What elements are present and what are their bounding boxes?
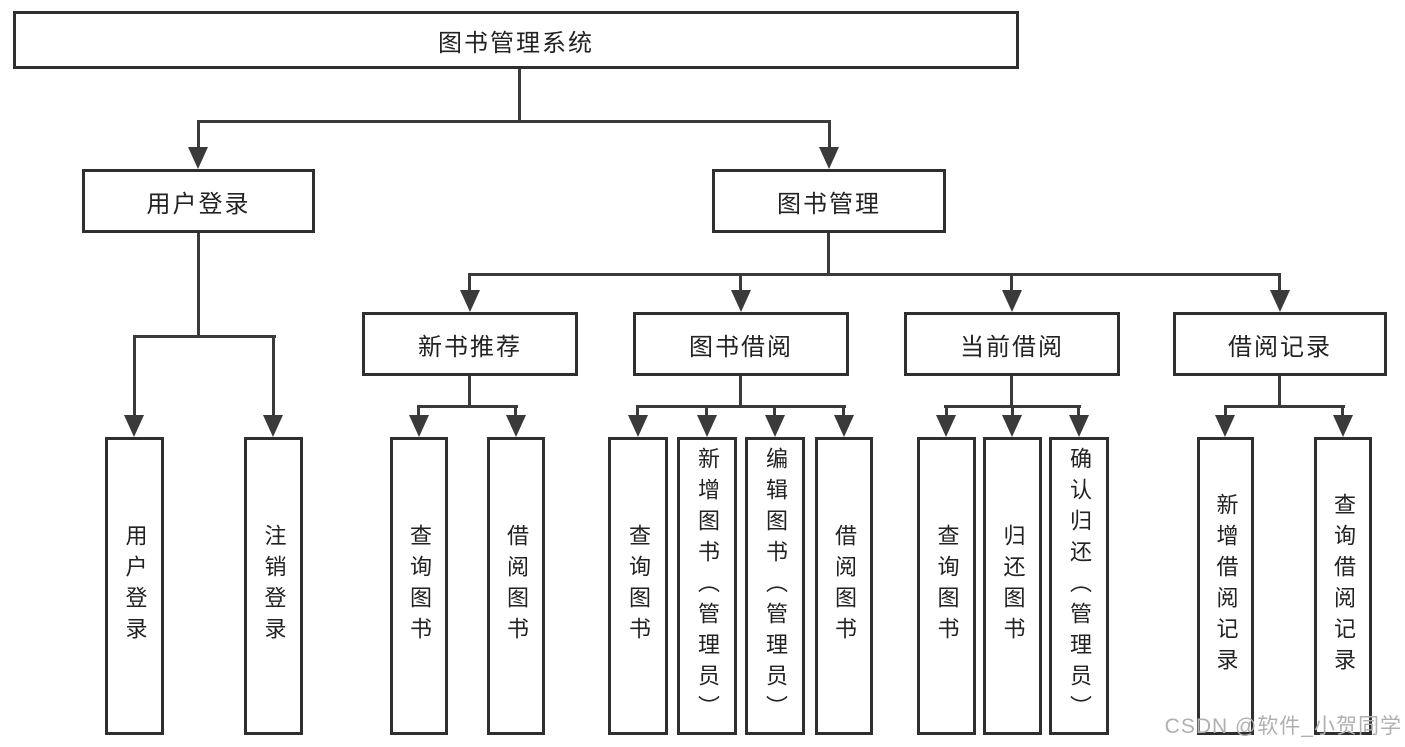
arrow-down-icon [697, 415, 717, 437]
connector-vline [1010, 273, 1013, 292]
node-new-book-recommend: 新书推荐 [362, 312, 578, 376]
connector-hline [133, 335, 276, 338]
connector-vline [468, 273, 471, 292]
connector-vline [272, 335, 275, 417]
connector-vline [518, 69, 521, 120]
csdn-watermark: CSDN @软件_小贺同学 [1164, 715, 1402, 738]
leaf-label: 查询图书 [626, 524, 651, 648]
connector-vline [1224, 405, 1227, 417]
connector-vline [1278, 273, 1281, 292]
connector-vline [1011, 405, 1014, 417]
connector-vline [133, 335, 136, 417]
leaf-confirm-return-admin: 确认归还（管理员） [1049, 437, 1109, 735]
connector-vline [197, 233, 200, 335]
connector-vline [945, 405, 948, 417]
arrow-down-icon [460, 290, 480, 312]
arrow-down-icon [1002, 415, 1022, 437]
leaf-label: 编辑图书（管理员） [763, 446, 788, 726]
connector-vline [468, 376, 471, 405]
leaf-label: 新增借阅记录 [1213, 493, 1239, 679]
leaf-label: 用户登录 [122, 524, 148, 648]
leaf-borrow-books: 借阅图书 [487, 437, 545, 735]
connector-vline [705, 405, 708, 417]
arrow-down-icon [124, 415, 144, 437]
leaf-label: 注销登录 [261, 524, 287, 648]
connector-vline [197, 120, 200, 149]
node-current-borrow: 当前借阅 [904, 312, 1120, 376]
arrow-down-icon [1333, 415, 1353, 437]
connector-vline [739, 376, 742, 405]
arrow-down-icon [1002, 290, 1022, 312]
leaf-label: 借阅图书 [832, 524, 857, 648]
arrow-down-icon [506, 415, 526, 437]
connector-vline [417, 405, 420, 417]
arrow-down-icon [409, 415, 429, 437]
arrow-down-icon [263, 415, 283, 437]
arrow-down-icon [819, 147, 839, 169]
connector-vline [514, 405, 517, 417]
connector-vline [1278, 376, 1281, 405]
node-user-login: 用户登录 [82, 169, 315, 233]
arrow-down-icon [1270, 290, 1290, 312]
arrow-down-icon [834, 415, 854, 437]
connector-vline [636, 405, 639, 417]
connector-vline [1341, 405, 1344, 417]
leaf-label: 查询图书 [934, 524, 960, 648]
connector-vline [827, 233, 830, 273]
node-borrow-record: 借阅记录 [1173, 312, 1387, 376]
leaf-label: 确认归还（管理员） [1067, 446, 1092, 726]
leaf-logout: 注销登录 [244, 437, 303, 735]
leaf-label: 新增图书（管理员） [695, 446, 720, 726]
connector-hline [636, 405, 846, 408]
connector-vline [739, 273, 742, 292]
leaf-label: 归还图书 [1000, 524, 1026, 648]
leaf-add-borrow-record: 新增借阅记录 [1197, 437, 1254, 735]
leaf-borrow-books: 借阅图书 [815, 437, 873, 735]
connector-vline [828, 120, 831, 149]
connector-hline [1224, 405, 1345, 408]
connector-vline [1010, 376, 1013, 405]
arrow-down-icon [765, 415, 785, 437]
leaf-query-books: 查询图书 [608, 437, 668, 735]
node-library-management-system: 图书管理系统 [13, 11, 1019, 69]
leaf-return-books: 归还图书 [983, 437, 1042, 735]
connector-vline [842, 405, 845, 417]
arrow-down-icon [936, 415, 956, 437]
node-book-borrow: 图书借阅 [633, 312, 849, 376]
leaf-user-login: 用户登录 [105, 437, 164, 735]
leaf-query-borrow-record: 查询借阅记录 [1314, 437, 1372, 735]
leaf-label: 查询图书 [407, 524, 432, 648]
leaf-edit-books-admin: 编辑图书（管理员） [745, 437, 805, 735]
arrow-down-icon [731, 290, 751, 312]
arrow-down-icon [188, 147, 208, 169]
connector-hline [197, 120, 831, 123]
arrow-down-icon [1215, 415, 1235, 437]
connector-vline [1077, 405, 1080, 417]
connector-hline [468, 273, 1281, 276]
leaf-query-books: 查询图书 [390, 437, 448, 735]
leaf-add-books-admin: 新增图书（管理员） [677, 437, 737, 735]
connector-hline [417, 405, 518, 408]
leaf-label: 查询借阅记录 [1331, 493, 1356, 679]
leaf-query-books: 查询图书 [917, 437, 976, 735]
arrow-down-icon [1069, 415, 1089, 437]
node-book-management: 图书管理 [712, 169, 946, 233]
leaf-label: 借阅图书 [504, 524, 529, 648]
connector-vline [773, 405, 776, 417]
arrow-down-icon [628, 415, 648, 437]
